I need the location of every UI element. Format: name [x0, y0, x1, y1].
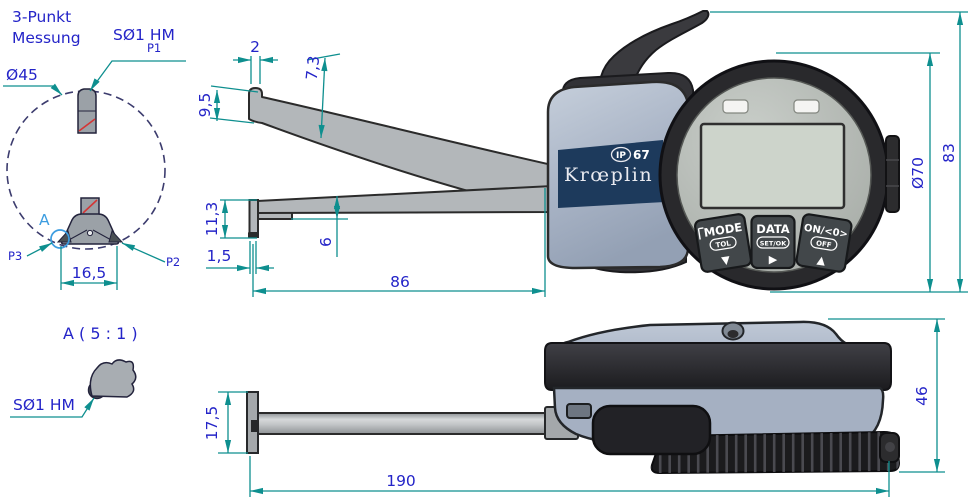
data-button-label: DATA — [756, 222, 790, 236]
bore-diameter-label: Ø45 — [6, 66, 38, 84]
ip-rating-badge: IP 67 — [610, 146, 650, 163]
tol-pill — [709, 236, 737, 251]
dimension-7-3: 7,3 — [303, 53, 341, 139]
tolerance-indicator-right — [793, 99, 820, 114]
dimension-2: 2 — [233, 38, 278, 84]
point-label-p1: P1 — [147, 41, 161, 55]
three-point-schematic: 3-Punkt Messung SØ1 HM P1 Ø45 A P3 P2 16… — [3, 8, 186, 290]
detail-view-a: A ( 5 : 1 ) SØ1 HM — [10, 324, 138, 418]
ip-badge-oval — [610, 146, 632, 163]
section-hatch — [78, 118, 96, 132]
contact-tip-p2 — [108, 229, 124, 243]
top-screw-slot — [727, 330, 739, 338]
setok-pill-label: SET/OK — [760, 240, 787, 248]
side-connector-knob — [885, 135, 900, 213]
dimension-1-5: 1,5 — [206, 241, 274, 274]
lower-arm-finger — [248, 199, 259, 238]
dimension-6: 6 — [291, 196, 348, 257]
off-pill — [810, 236, 838, 251]
dim-text-7-3: 7,3 — [303, 55, 323, 81]
dim-text-46: 46 — [913, 386, 931, 406]
side-view-device: IP 67 Krœplin MODE TOL ▼ DATA — [248, 10, 900, 291]
top-view-dimensions: 17,5 190 46 — [203, 318, 945, 497]
arm-top-view — [254, 412, 586, 435]
mode-button-label: MODE — [703, 220, 743, 240]
probe-p1 — [77, 88, 97, 134]
dimension-46: 46 — [828, 318, 945, 473]
dimension-190: 190 — [249, 456, 890, 497]
contact-carrier — [56, 197, 124, 245]
mode-button: MODE TOL ▼ — [694, 213, 752, 273]
tolerance-indicator-left — [722, 99, 749, 114]
schematic-title-line2: Messung — [12, 29, 81, 47]
up-arrow-icon: ▲ — [816, 253, 827, 267]
leader-lines — [3, 60, 186, 263]
pivot-hole — [86, 229, 94, 237]
dimension-d70: Ø70 — [770, 52, 968, 293]
upper-measuring-arm — [248, 87, 553, 213]
dimension-83: 83 — [710, 11, 968, 292]
dim-text-11-3: 11,3 — [203, 202, 221, 237]
dimension-9-5: 9,5 — [196, 85, 259, 124]
brand-panel — [558, 140, 665, 208]
knob-top-view — [879, 432, 900, 463]
dim-text-6: 6 — [317, 237, 335, 247]
dim-text-86: 86 — [390, 273, 410, 291]
dim-text-9-5: 9,5 — [196, 93, 214, 118]
ip-rating-prefix: IP — [616, 151, 626, 161]
dimension-11-3: 11,3 — [203, 199, 257, 239]
lower-contact-tip — [248, 232, 259, 238]
point-label-p3: P3 — [8, 249, 22, 263]
setok-pill — [756, 236, 790, 249]
dim-text-2: 2 — [250, 38, 260, 56]
probe-material-label: SØ1 HM — [113, 26, 175, 44]
lever-top-view — [591, 404, 712, 456]
dimension-86: 86 — [252, 188, 546, 297]
right-arrow-icon: ▶ — [769, 253, 778, 266]
detail-marker-label: A — [39, 211, 50, 229]
gauge-head: MODE TOL ▼ DATA SET/OK ▶ ON/<0> OFF ▲ — [658, 59, 890, 291]
top-view-device — [246, 320, 901, 475]
dimension-17-5: 17,5 — [203, 391, 248, 454]
detail-view-title: A ( 5 : 1 ) — [63, 324, 138, 343]
detail-a-circle — [50, 229, 70, 249]
down-arrow-icon: ▼ — [721, 253, 732, 267]
detail-probe-body — [89, 359, 137, 398]
tip-detail — [251, 420, 258, 432]
dim-text-d70: Ø70 — [909, 157, 927, 189]
dim-text-83: 83 — [940, 143, 958, 163]
detail-probe-label: SØ1 HM — [13, 396, 75, 414]
lower-measuring-arm — [248, 184, 553, 238]
schematic-title-line1: 3-Punkt — [12, 8, 71, 26]
dark-grip-band — [544, 342, 892, 391]
dimension-16-5: 16,5 — [60, 246, 118, 290]
tol-pill-label: TOL — [715, 239, 732, 249]
side-latch — [566, 403, 592, 419]
ip-rating-value: 67 — [633, 148, 650, 162]
dim-text-1-5: 1,5 — [207, 247, 232, 265]
point-label-p2: P2 — [166, 255, 180, 269]
brand-logo: Krœplin — [564, 164, 653, 186]
dim-text-190: 190 — [386, 472, 416, 490]
section-hatch — [82, 199, 98, 214]
off-pill-label: OFF — [815, 239, 832, 249]
lcd-display — [699, 122, 846, 210]
data-button: DATA SET/OK ▶ — [750, 214, 796, 270]
dim-text-17-5: 17,5 — [203, 406, 221, 441]
dim-text-16-5: 16,5 — [72, 264, 107, 282]
mode-corner-mark — [697, 227, 704, 240]
on-off-button: ON/<0> OFF ▲ — [795, 213, 853, 273]
side-view-dimensions: 2 9,5 7,3 11,3 — [196, 11, 968, 297]
